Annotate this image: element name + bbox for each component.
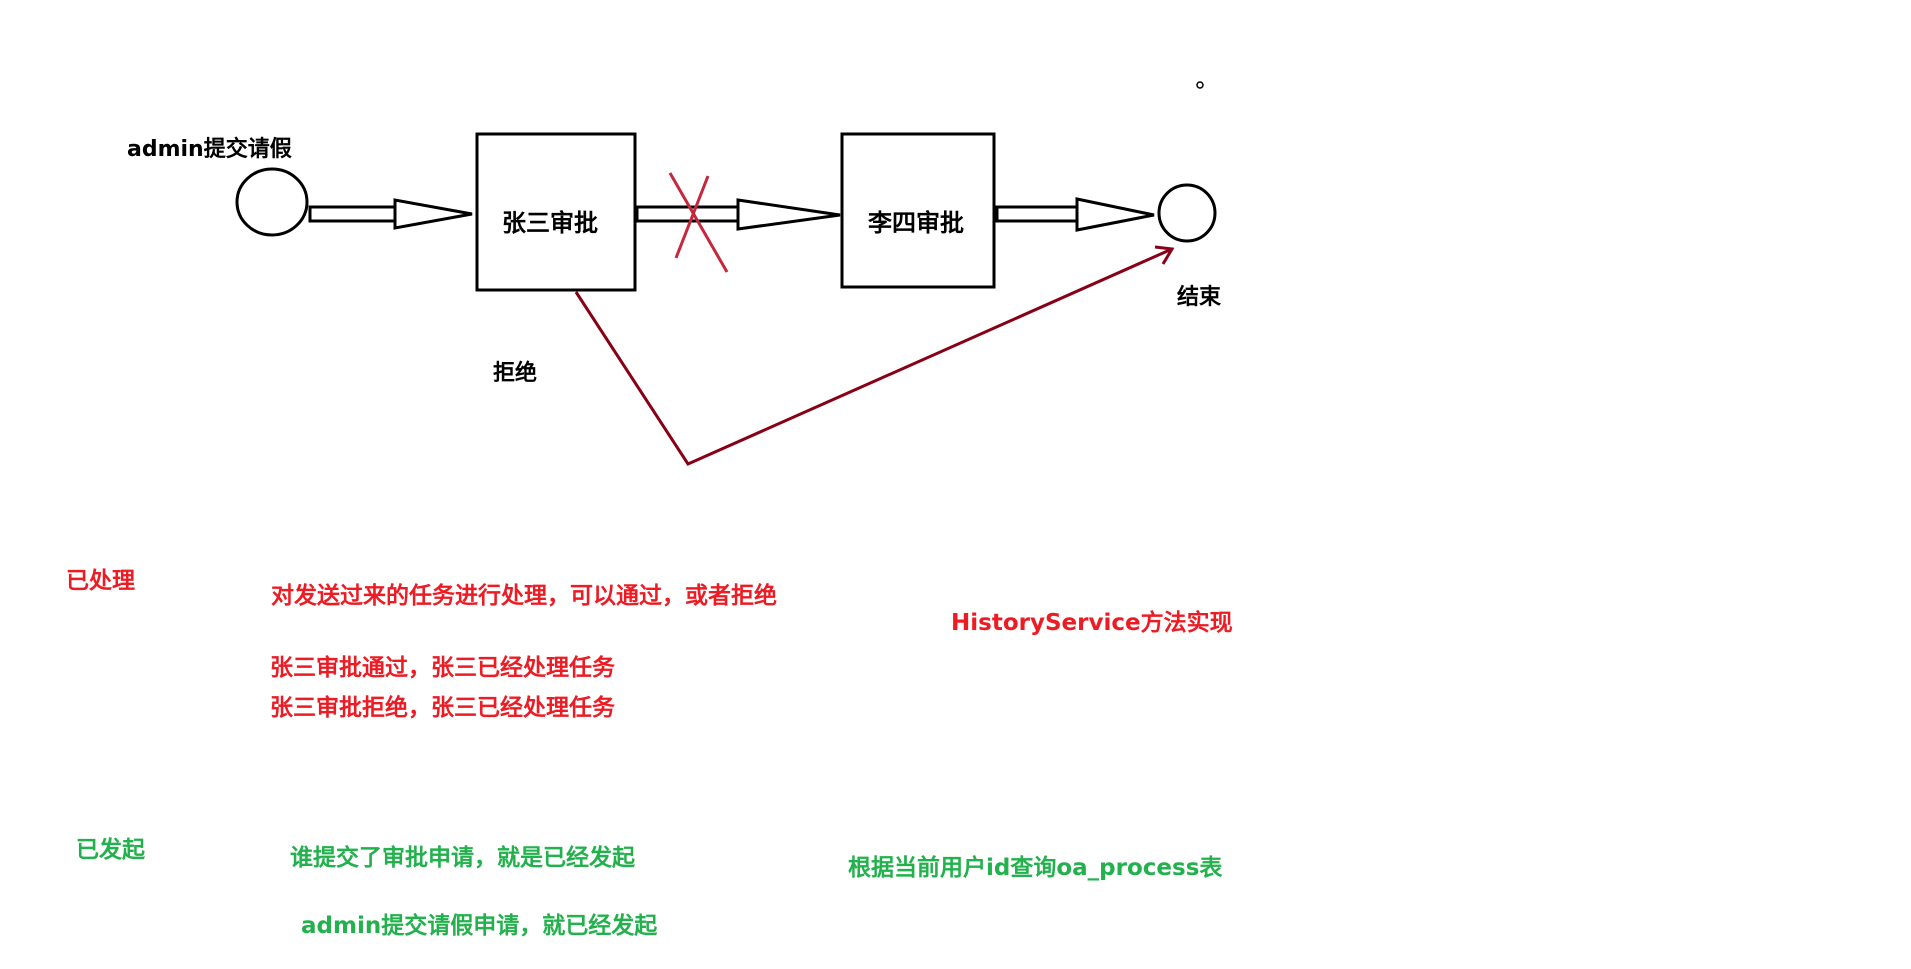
initiated-implementation: 根据当前用户id查询oa_process表: [848, 855, 1223, 881]
reject-path-line: [574, 247, 1173, 466]
flow-arrow-task1-to-task2: [635, 198, 841, 231]
initiated-description: 谁提交了审批申请，就是已经发起: [290, 845, 635, 871]
task-lisi-label: 李四审批: [868, 209, 964, 237]
start-label: admin提交请假: [127, 137, 292, 162]
end-label: 结束: [1177, 285, 1222, 310]
flow-arrow-start-to-task1: [308, 198, 473, 230]
reject-label: 拒绝: [493, 361, 538, 386]
task-lisi-box: [840, 132, 996, 289]
initiated-heading: 已发起: [76, 837, 145, 863]
start-event: [235, 167, 309, 237]
flow-arrow-task2-to-end: [995, 197, 1155, 232]
processed-heading: 已处理: [66, 568, 135, 594]
processed-example-approve: 张三审批通过，张三已经处理任务: [270, 655, 615, 681]
processed-example-reject: 张三审批拒绝，张三已经处理任务: [270, 695, 615, 721]
processed-description: 对发送过来的任务进行处理，可以通过，或者拒绝: [271, 583, 777, 609]
task-zhangsan-box: [475, 132, 637, 292]
end-event: [1157, 183, 1217, 243]
cancel-cross-mark-2: [674, 175, 710, 259]
reject-path-arrowhead: [1154, 245, 1175, 265]
task-zhangsan-label: 张三审批: [502, 209, 598, 237]
cancel-cross-mark: [668, 172, 729, 273]
processed-implementation: HistoryService方法实现: [951, 610, 1233, 636]
stray-dot: [1196, 81, 1204, 89]
initiated-example: admin提交请假申请，就已经发起: [301, 913, 658, 939]
